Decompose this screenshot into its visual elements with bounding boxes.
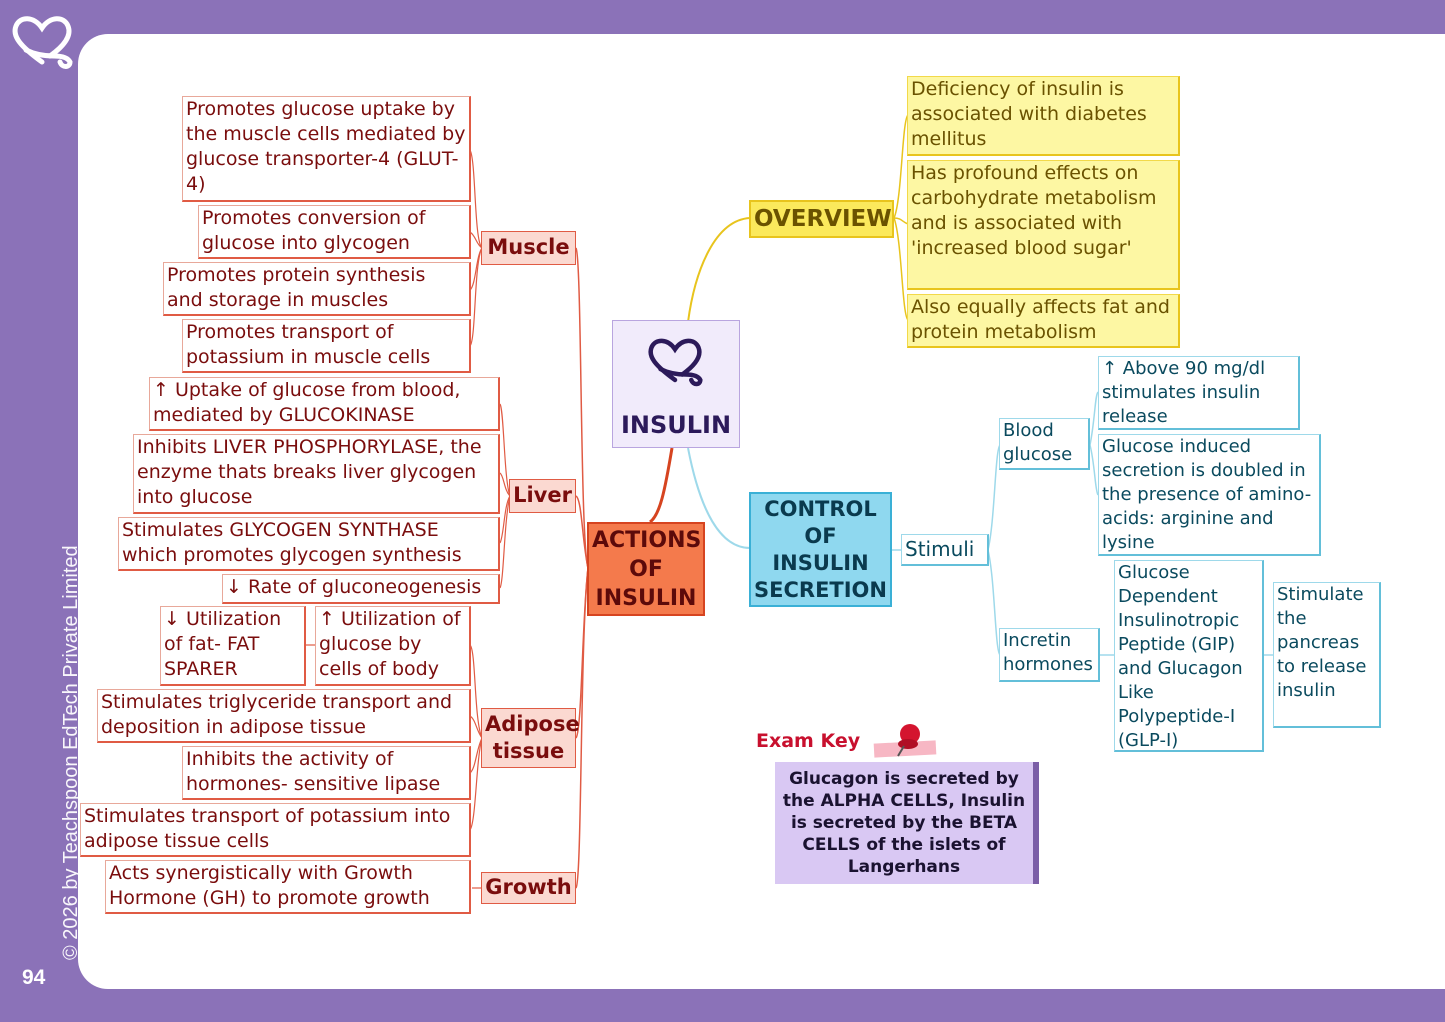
page-number: 94 [22,966,46,989]
adipose-item-1[interactable]: ↓ Utilization of fat- FAT SPARER [160,606,306,686]
overview-item-2[interactable]: Has profound effects on carbohydrate met… [907,160,1180,290]
muscle-item-2[interactable]: Promotes conversion of glucose into glyc… [198,205,471,259]
adipose-item-5[interactable]: Stimulates transport of potassium into a… [80,803,471,857]
liver-node[interactable]: Liver [509,479,576,513]
muscle-item-1[interactable]: Promotes glucose uptake by the muscle ce… [182,96,471,202]
actions-node[interactable]: ACTIONS OF INSULIN [587,522,705,616]
blood-glucose-item-2[interactable]: Glucose induced secretion is doubled in … [1098,434,1321,556]
stimuli-node[interactable]: Stimuli [901,534,989,566]
muscle-item-3[interactable]: Promotes protein synthesis and storage i… [163,262,471,316]
adipose-item-2[interactable]: ↑ Utilization of glucose by cells of bod… [315,606,471,686]
muscle-item-4[interactable]: Promotes transport of potassium in muscl… [182,319,471,373]
exam-key-label: Exam Key [756,730,861,752]
heart-logo-icon [12,16,73,69]
center-node-insulin[interactable]: INSULIN [612,320,740,448]
pushpin-icon [873,724,937,758]
liver-item-4[interactable]: ↓ Rate of gluconeogenesis [222,574,500,604]
adipose-item-3[interactable]: Stimulates triglyceride transport and de… [97,689,471,743]
growth-node[interactable]: Growth [481,872,576,904]
incretin-node[interactable]: Incretin hormones [999,628,1100,682]
heart-logo-icon [648,338,703,387]
growth-item-1[interactable]: Acts synergistically with Growth Hormone… [105,860,471,914]
liver-item-1[interactable]: ↑ Uptake of glucose from blood, mediated… [149,377,500,431]
liver-item-2[interactable]: Inhibits LIVER PHOSPHORYLASE, the enzyme… [133,434,500,514]
overview-item-3[interactable]: Also equally affects fat and protein met… [907,294,1180,348]
blood-glucose-item-1[interactable]: ↑ Above 90 mg/dl stimulates insulin rele… [1098,356,1300,430]
control-node[interactable]: CONTROL OF INSULIN SECRETION [749,492,892,607]
incretin-effect[interactable]: Stimulate the pancreas to release insuli… [1273,582,1381,728]
blood-glucose-node[interactable]: Blood glucose [999,418,1090,470]
exam-key-note: Glucagon is secreted by the ALPHA CELLS,… [775,762,1039,884]
adipose-node[interactable]: Adipose tissue [481,708,580,768]
overview-item-1[interactable]: Deficiency of insulin is associated with… [907,76,1180,156]
liver-item-3[interactable]: Stimulates GLYCOGEN SYNTHASE which promo… [118,517,500,571]
center-title: INSULIN [620,411,732,439]
overview-node[interactable]: OVERVIEW [749,200,894,238]
incretin-item[interactable]: Glucose Dependent Insulinotropic Peptide… [1114,560,1264,752]
muscle-node[interactable]: Muscle [481,231,576,265]
adipose-item-4[interactable]: Inhibits the activity of hormones- sensi… [182,746,471,800]
